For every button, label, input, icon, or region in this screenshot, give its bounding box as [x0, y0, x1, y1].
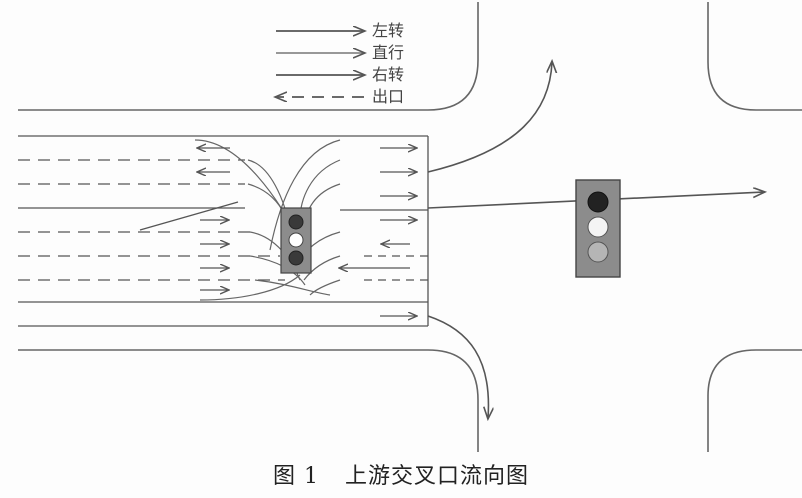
road-edge-bottom-right: [707, 349, 802, 452]
road-edge-top-left: [18, 2, 479, 111]
road-boundaries: [18, 2, 802, 452]
signal-small-light-3: [288, 250, 304, 266]
signal-small: [280, 207, 312, 274]
figure-number: 图 1: [272, 464, 319, 489]
left-turn-outflow-arrow: [427, 62, 552, 173]
lane-arrows-left: [198, 148, 428, 281]
signal-large-light-3: [587, 241, 609, 263]
figure-title: 上游交叉口流向图: [344, 464, 529, 489]
lane-arrows-right: [200, 148, 416, 316]
lane-lines: [18, 135, 429, 327]
right-turn-outflow-arrow: [427, 315, 488, 418]
signal-small-light-2: [288, 232, 304, 248]
legend-label-straight: 直行: [372, 43, 405, 62]
legend-arrows: [276, 31, 364, 97]
road-edge-bottom-left: [18, 349, 479, 452]
signal-large-light-1: [587, 191, 609, 213]
signal-small-light-1: [288, 214, 304, 230]
signal-large: [575, 179, 621, 278]
road-edge-top-right: [707, 2, 802, 111]
figure-caption: 图 1 上游交叉口流向图: [0, 458, 802, 490]
legend-label-right: 右转: [372, 65, 405, 84]
signal-large-light-2: [587, 216, 609, 238]
legend-label-exit: 出口: [372, 87, 405, 106]
legend-label-left: 左转: [372, 21, 405, 40]
